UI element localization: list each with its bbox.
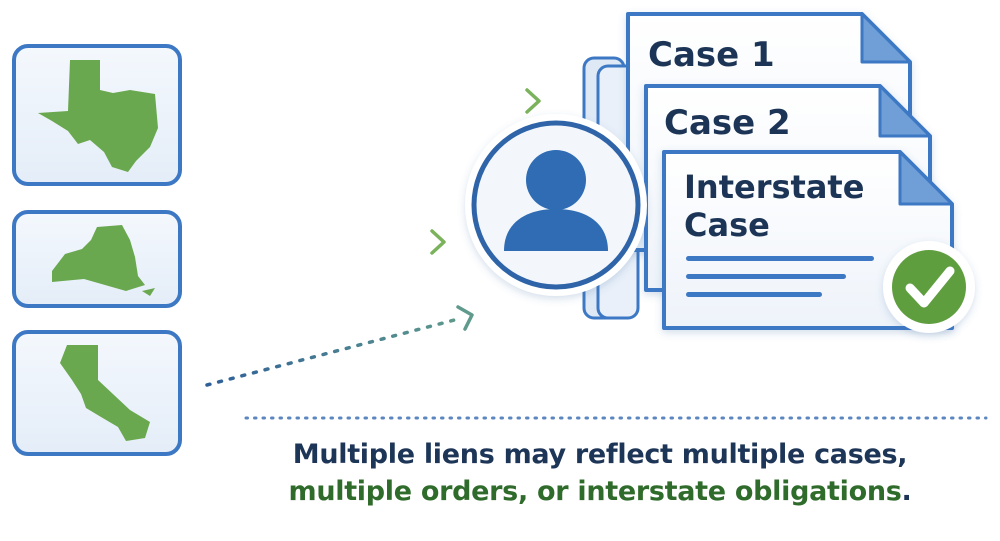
text-line-2 — [686, 274, 846, 279]
arrow-new-york-to-person — [205, 229, 446, 255]
person-head — [526, 150, 586, 210]
text-line-1 — [686, 256, 874, 261]
person-body — [504, 209, 608, 251]
person-avatar — [465, 114, 647, 296]
interstate-case-label-line1: Interstate — [684, 168, 864, 206]
interstate-case-label-line2: Case — [684, 206, 770, 244]
caption: Multiple liens may reflect multiple case… — [250, 436, 950, 510]
check-icon — [905, 266, 955, 308]
case-1-label: Case 1 — [648, 35, 775, 75]
caption-line-2: multiple orders, or interstate obligatio… — [250, 473, 950, 510]
state-card-california — [12, 330, 182, 456]
caption-line-1: Multiple liens may reflect multiple case… — [292, 439, 908, 470]
new-york-state-icon — [52, 225, 155, 296]
state-card-new-york — [12, 210, 182, 308]
caption-line-2-text: multiple orders, or interstate obligatio… — [288, 476, 902, 507]
interstate-case-document: Interstate Case — [662, 150, 954, 330]
texas-state-icon — [38, 60, 158, 172]
arrow-texas-to-person — [205, 88, 541, 114]
case-2-label: Case 2 — [664, 103, 791, 143]
checkmark-badge — [883, 241, 975, 333]
text-line-3 — [686, 292, 822, 297]
caption-line-2-period: . — [901, 476, 912, 507]
state-card-texas — [12, 44, 182, 186]
arrow-california-to-person — [205, 305, 474, 387]
california-state-icon — [60, 345, 150, 441]
